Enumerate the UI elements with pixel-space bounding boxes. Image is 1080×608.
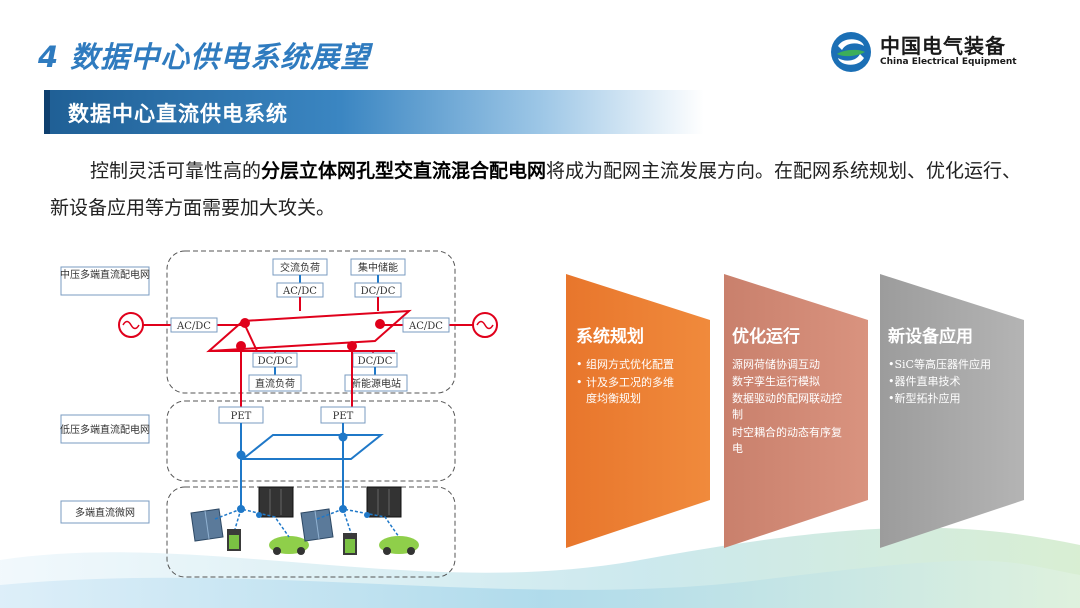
- subtitle-accent: [44, 90, 50, 134]
- layer-label-box: [60, 414, 150, 444]
- intro-text-bold: 分层立体网孔型交直流混合配电网: [261, 160, 547, 182]
- server-rack-icon: [366, 486, 402, 518]
- card-item: • 组网方式优化配置: [576, 357, 674, 371]
- ev-car-icon: [269, 536, 309, 555]
- ev-car-icon: [379, 536, 419, 555]
- layer-label-lv: 低压多端直流配电网: [60, 423, 150, 436]
- box-dcdc-top-right: DC/DC: [361, 286, 396, 297]
- box-dcdc-mid-right: DC/DC: [358, 356, 393, 367]
- card-item: 源网荷储协调互动: [732, 357, 820, 371]
- company-logo: 中国电气装备 China Electrical Equipment: [828, 30, 1018, 74]
- card-item: 数据驱动的配网联动控: [732, 391, 842, 405]
- box-ac-load: 交流负荷: [280, 261, 320, 274]
- box-acdc-top-left: AC/DC: [282, 286, 317, 297]
- server-rack-icon: [258, 486, 294, 518]
- card-item: • 计及多工况的多维: [576, 375, 674, 389]
- box-acdc-right: AC/DC: [408, 321, 443, 332]
- card-item: 电: [732, 442, 743, 455]
- network-diagram: 中压多端直流配电网 低压多端直流配电网 多端直流微网 交流负荷 集中储能 AC/…: [60, 250, 498, 578]
- slide-title: 4 数据中心供电系统展望: [38, 40, 371, 74]
- subtitle-banner: [44, 90, 704, 134]
- mv-region: [166, 250, 456, 394]
- card-title: 系统规划: [576, 326, 644, 347]
- box-pet-right: PET: [333, 411, 354, 422]
- card-item: 时空耦合的动态有序复: [732, 425, 842, 439]
- card-new-equipment[interactable]: 新设备应用 •SiC等高压器件应用 •器件直串技术 •新型拓扑应用: [880, 274, 1024, 548]
- logo-text-en: China Electrical Equipment: [880, 57, 1017, 67]
- layer-label-micro: 多端直流微网: [75, 506, 135, 519]
- box-dc-load: 直流负荷: [255, 377, 295, 390]
- section-subtitle: 数据中心直流供电系统: [68, 102, 288, 126]
- box-storage: 集中储能: [358, 261, 398, 274]
- micro-region: [166, 486, 456, 578]
- logo-text-cn: 中国电气装备: [880, 34, 1006, 58]
- box-dcdc-mid-left: DC/DC: [258, 356, 293, 367]
- mv-node: [240, 318, 250, 328]
- intro-text-2: 将成为配网主流发展方向。在配网系统规划、优化运行、新设备应用等方面需要加大攻关。: [50, 160, 1022, 219]
- logo-mark-icon: [831, 32, 871, 72]
- layer-label-mv: 中压多端直流配电网: [60, 268, 150, 281]
- box-pet-left: PET: [231, 411, 252, 422]
- card-item: 数字孪生运行模拟: [732, 374, 820, 388]
- focus-cards: 系统规划 • 组网方式优化配置 • 计及多工况的多维 度均衡规划 优化运行 源网…: [566, 274, 1024, 548]
- card-title: 新设备应用: [888, 326, 973, 347]
- mv-grid: [206, 309, 412, 353]
- solar-panel-icon: [190, 508, 224, 542]
- box-new-energy: 新能源电站: [351, 377, 401, 390]
- card-item: •新型拓扑应用: [888, 391, 961, 405]
- battery-icon: [343, 533, 357, 555]
- card-system-planning[interactable]: 系统规划 • 组网方式优化配置 • 计及多工况的多维 度均衡规划: [566, 274, 710, 548]
- lv-region: [166, 400, 456, 482]
- lv-grid: [240, 434, 384, 460]
- layer-label-box: [60, 266, 150, 296]
- card-item: 度均衡规划: [586, 391, 641, 405]
- battery-icon: [227, 529, 241, 551]
- card-item: •器件直串技术: [888, 374, 961, 388]
- card-optimized-operation[interactable]: 优化运行 源网荷储协调互动 数字孪生运行模拟 数据驱动的配网联动控 制 时空耦合…: [724, 274, 868, 548]
- intro-paragraph: 控制灵活可靠性高的分层立体网孔型交直流混合配电网将成为配网主流发展方向。在配网系…: [50, 153, 1040, 227]
- card-item: 制: [732, 408, 743, 421]
- card-item: •SiC等高压器件应用: [888, 357, 991, 371]
- card-title: 优化运行: [732, 326, 800, 347]
- solar-panel-icon: [300, 508, 334, 542]
- layer-label-box: [60, 500, 150, 524]
- box-acdc-left: AC/DC: [176, 321, 211, 332]
- intro-text-1: 控制灵活可靠性高的: [90, 160, 262, 182]
